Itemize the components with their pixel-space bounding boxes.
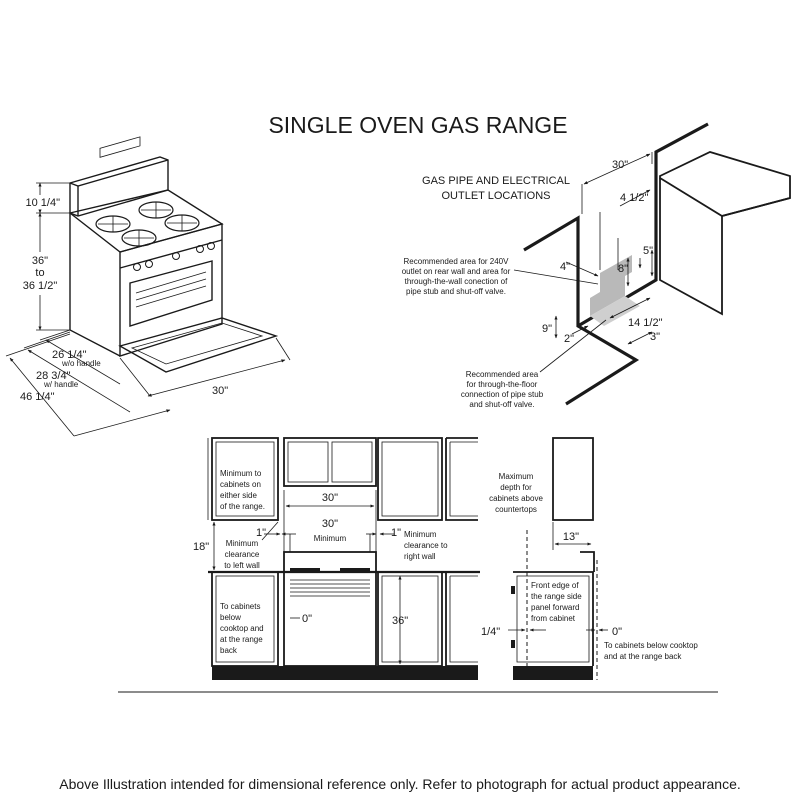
svg-text:To cabinets: To cabinets (220, 602, 260, 611)
disclaimer-footer: Above Illustration intended for dimensio… (59, 776, 741, 792)
gp-dim-3: 3" (650, 331, 660, 343)
sv-dim-quarter: 1/4" (481, 626, 500, 638)
svg-text:below: below (220, 613, 241, 622)
svg-text:To cabinets below cooktop: To cabinets below cooktop (604, 641, 698, 650)
svg-text:countertops: countertops (495, 505, 537, 514)
dim-depth-no-handle-note: w/o handle (61, 359, 101, 368)
front-elevation (118, 437, 718, 693)
svg-text:Recommended area: Recommended area (466, 370, 539, 379)
range-depth-dims (5, 329, 291, 437)
svg-text:Minimum: Minimum (226, 539, 259, 548)
svg-text:for through-the-floor: for through-the-floor (467, 380, 538, 389)
note-floor: Recommended area for through-the-floor c… (461, 370, 544, 409)
svg-text:at the range: at the range (220, 635, 263, 644)
svg-text:and at the range back: and at the range back (604, 652, 682, 661)
svg-text:Recommended area for 240V: Recommended area for 240V (404, 257, 510, 266)
svg-text:Minimum: Minimum (404, 530, 437, 539)
range-height-dims (36, 182, 70, 331)
fv-dim-zero: 0" (302, 613, 312, 625)
recommended-area-shading (590, 255, 632, 316)
svg-text:panel forward: panel forward (531, 603, 579, 612)
svg-text:and shut-off valve.: and shut-off valve. (469, 400, 534, 409)
gp-dim-8: 8" (618, 263, 628, 275)
gp-dim-9: 9" (542, 323, 552, 335)
svg-text:clearance: clearance (225, 550, 260, 559)
range-illustration (68, 136, 279, 373)
svg-text:the range side: the range side (531, 592, 582, 601)
gp-dim-2: 2" (564, 333, 574, 345)
gp-dim-width: 30" (612, 159, 628, 171)
svg-text:Maximum: Maximum (499, 472, 534, 481)
note-rear-wall: Recommended area for 240V outlet on rear… (402, 257, 511, 296)
fv-dim-left-gap: 1" (256, 527, 266, 539)
note-right-wall: Minimum clearance to right wall (404, 530, 448, 561)
dim-depth-handle-note: w/ handle (43, 380, 79, 389)
dim-height-to: to (35, 267, 44, 279)
dim-range-width: 30" (212, 385, 228, 397)
sv-dim-zero: 0" (612, 626, 622, 638)
svg-text:of the range.: of the range. (220, 502, 265, 511)
svg-text:connection of pipe stub: connection of pipe stub (461, 390, 544, 399)
note-below: To cabinets below cooktop and at the ran… (220, 602, 264, 655)
gp-dim-offset-right: 4 1/2" (620, 192, 648, 204)
fv-dim-upper-clear: 18" (193, 541, 209, 553)
svg-text:Front edge of: Front edge of (531, 581, 579, 590)
side-elevation (508, 437, 608, 680)
fv-dim-min-width-label: Minimum (314, 534, 347, 543)
fv-dim-counter-height: 36" (392, 615, 408, 627)
svg-text:clearance to: clearance to (404, 541, 448, 550)
svg-text:from cabinet: from cabinet (531, 614, 576, 623)
fv-dim-right-gap: 1" (391, 527, 401, 539)
dim-height-top: 36" (32, 255, 48, 267)
note-cabinets-side: Minimum to cabinets on either side of th… (220, 469, 265, 511)
gp-dim-5: 5" (643, 245, 653, 257)
svg-text:to left wall: to left wall (224, 561, 260, 570)
fv-dim-opening: 30" (322, 492, 338, 504)
diagram-title: SINGLE OVEN GAS RANGE (268, 112, 567, 138)
svg-text:back: back (220, 646, 238, 655)
svg-text:Minimum to: Minimum to (220, 469, 262, 478)
svg-text:cabinets on: cabinets on (220, 480, 261, 489)
gas-pipe-heading-1: GAS PIPE AND ELECTRICAL (422, 175, 570, 187)
svg-text:outlet on rear wall and area f: outlet on rear wall and area for (402, 267, 511, 276)
note-max-depth: Maximum depth for cabinets above counter… (489, 472, 543, 514)
svg-text:cooktop and: cooktop and (220, 624, 264, 633)
svg-text:right wall: right wall (404, 552, 436, 561)
svg-text:depth for: depth for (500, 483, 532, 492)
dim-depth-door-open: 46 1/4" (20, 391, 55, 403)
note-left-wall: Minimum clearance to left wall (224, 539, 260, 570)
note-front-edge: Front edge of the range side panel forwa… (531, 581, 582, 623)
fv-dim-min-width: 30" (322, 518, 338, 530)
gp-dim-4: 4" (560, 261, 570, 273)
dim-depth-handle: 28 3/4" (36, 370, 71, 382)
svg-text:either side: either side (220, 491, 257, 500)
note-cabinets-below: To cabinets below cooktop and at the ran… (604, 641, 698, 661)
svg-text:pipe stub and shut-off valve.: pipe stub and shut-off valve. (406, 287, 506, 296)
svg-text:cabinets above: cabinets above (489, 494, 543, 503)
gas-pipe-drawing (513, 122, 791, 406)
dim-height-bottom: 36 1/2" (23, 280, 58, 292)
svg-text:through-the-wall conection of: through-the-wall conection of (405, 277, 509, 286)
gas-pipe-heading-2: OUTLET LOCATIONS (441, 190, 550, 202)
sv-dim-depth: 13" (563, 531, 579, 543)
gp-dim-14-half: 14 1/2" (628, 317, 663, 329)
dim-depth-no-handle: 26 1/4" (52, 349, 87, 361)
dim-backguard: 10 1/4" (26, 197, 61, 209)
